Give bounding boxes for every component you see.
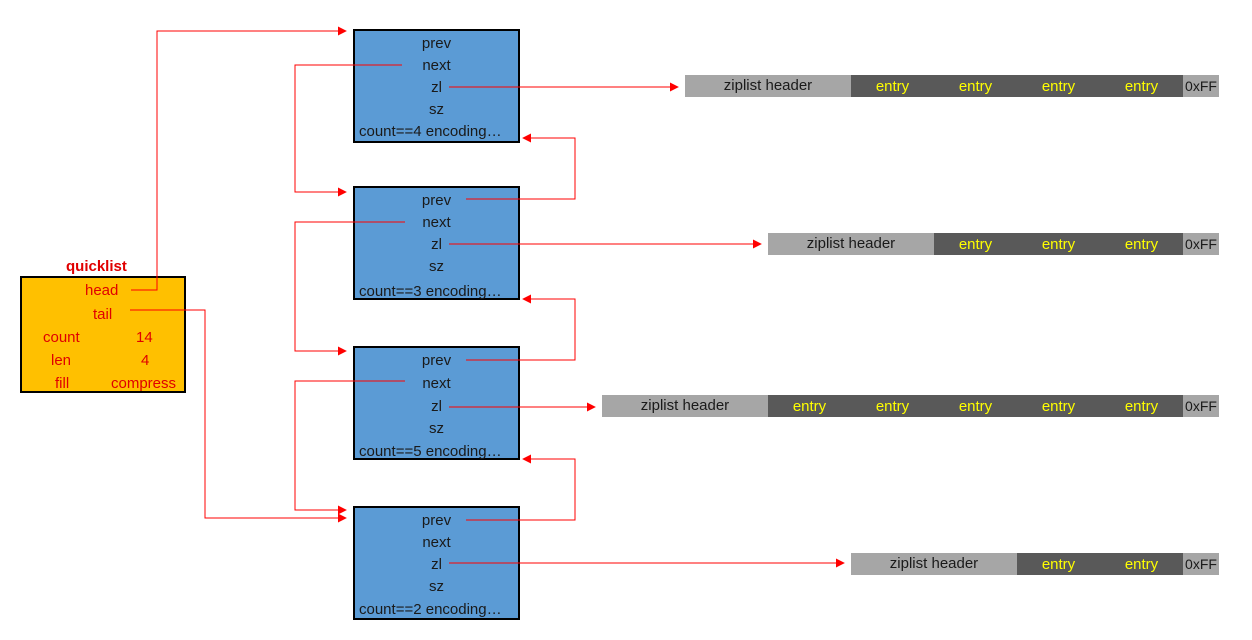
tail-pointer-arrow <box>130 309 347 523</box>
ziplist-2: ziplist header entry entry entry 0xFF <box>768 233 1219 255</box>
node-zl-field: zl <box>431 79 442 96</box>
node-next-field: next <box>422 534 451 551</box>
quicklist-count-label: count <box>43 329 80 346</box>
node-prev-field: prev <box>421 352 452 369</box>
ziplist-entry: entry <box>1100 553 1183 575</box>
ziplist-entry: entry <box>768 395 851 417</box>
node-sz-field: sz <box>429 420 444 437</box>
ziplist-entry: entry <box>1100 395 1183 417</box>
next-pointer-arrow <box>294 221 405 356</box>
quicklist-head-field: head <box>85 282 119 299</box>
quicklist-tail-field: tail <box>93 306 113 323</box>
prev-pointer-arrow <box>466 454 576 521</box>
ziplist-header: ziplist header <box>602 395 768 417</box>
node-zl-field: zl <box>431 398 442 415</box>
node-next-field: next <box>422 214 451 231</box>
ziplist-header: ziplist header <box>768 233 934 255</box>
ziplist-entry: entry <box>851 75 934 97</box>
ziplist-entry: entry <box>934 75 1017 97</box>
node-count-field: count==4 encoding… <box>359 123 502 140</box>
node-sz-field: sz <box>429 258 444 275</box>
node-sz-field: sz <box>429 101 444 118</box>
quicklist-struct: head tail count 14 len 4 fill compress <box>20 276 186 393</box>
quicklist-node-1: prev next zl sz count==4 encoding… <box>353 29 520 143</box>
quicklist-len-value: 4 <box>141 352 150 369</box>
ziplist-entry: entry <box>1017 395 1100 417</box>
ziplist-1: ziplist header entry entry entry entry 0… <box>685 75 1219 97</box>
node-prev-field: prev <box>421 512 452 529</box>
quicklist-len-label: len <box>51 352 72 369</box>
prev-pointer-arrow <box>466 133 576 200</box>
ziplist-end-marker: 0xFF <box>1183 233 1219 255</box>
ziplist-end-marker: 0xFF <box>1183 553 1219 575</box>
head-pointer-arrow <box>131 26 347 291</box>
next-pointer-arrow <box>294 64 402 197</box>
node-sz-field: sz <box>429 578 444 595</box>
node-count-field: count==2 encoding… <box>359 601 502 618</box>
quicklist-node-3: prev next zl sz count==5 encoding… <box>353 346 520 460</box>
ziplist-end-marker: 0xFF <box>1183 395 1219 417</box>
ziplist-entry: entry <box>934 395 1017 417</box>
quicklist-title: quicklist <box>66 258 127 275</box>
quicklist-count-value: 14 <box>136 329 153 346</box>
quicklist-node-2: prev next zl sz count==3 encoding… <box>353 186 520 300</box>
ziplist-entry: entry <box>1017 75 1100 97</box>
ziplist-entry: entry <box>1017 233 1100 255</box>
ziplist-entry: entry <box>851 395 934 417</box>
ziplist-end-marker: 0xFF <box>1183 75 1219 97</box>
ziplist-entry: entry <box>934 233 1017 255</box>
node-zl-field: zl <box>431 236 442 253</box>
node-next-field: next <box>422 57 451 74</box>
node-zl-field: zl <box>431 556 442 573</box>
next-pointer-arrow <box>294 380 405 515</box>
ziplist-4: ziplist header entry entry 0xFF <box>851 553 1219 575</box>
prev-pointer-arrow <box>466 294 576 361</box>
ziplist-entry: entry <box>1100 233 1183 255</box>
node-prev-field: prev <box>421 192 452 209</box>
node-prev-field: prev <box>421 35 452 52</box>
node-count-field: count==3 encoding… <box>359 283 502 300</box>
quicklist-fill-label: fill <box>55 375 70 392</box>
ziplist-entry: entry <box>1017 553 1100 575</box>
node-count-field: count==5 encoding… <box>359 443 502 460</box>
ziplist-3: ziplist header entry entry entry entry e… <box>602 395 1219 417</box>
node-next-field: next <box>422 375 451 392</box>
ziplist-entry: entry <box>1100 75 1183 97</box>
ziplist-header: ziplist header <box>851 553 1017 575</box>
ziplist-header: ziplist header <box>685 75 851 97</box>
quicklist-compress-label: compress <box>111 375 177 392</box>
